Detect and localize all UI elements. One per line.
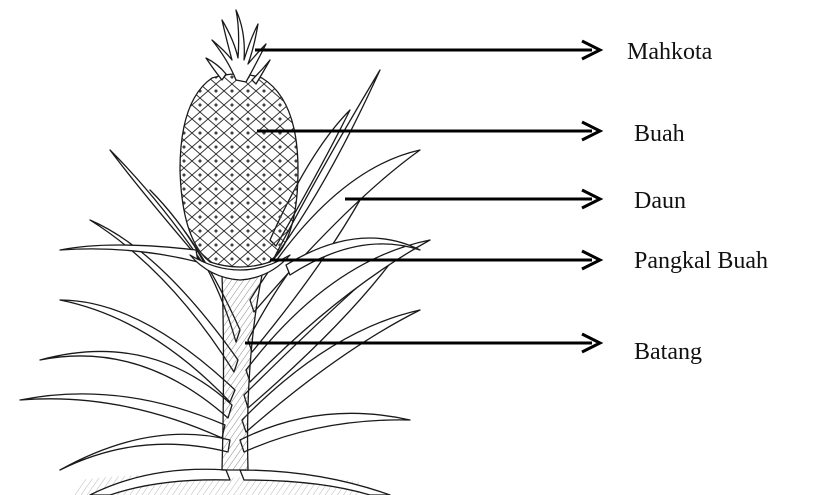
label-buah: Buah [634,122,685,146]
label-mahkota: Mahkota [627,40,712,64]
label-batang: Batang [634,340,702,364]
label-daun: Daun [634,189,686,213]
pineapple-plant-illustration [20,10,430,495]
label-pangkal-buah: Pangkal Buah [634,249,768,273]
